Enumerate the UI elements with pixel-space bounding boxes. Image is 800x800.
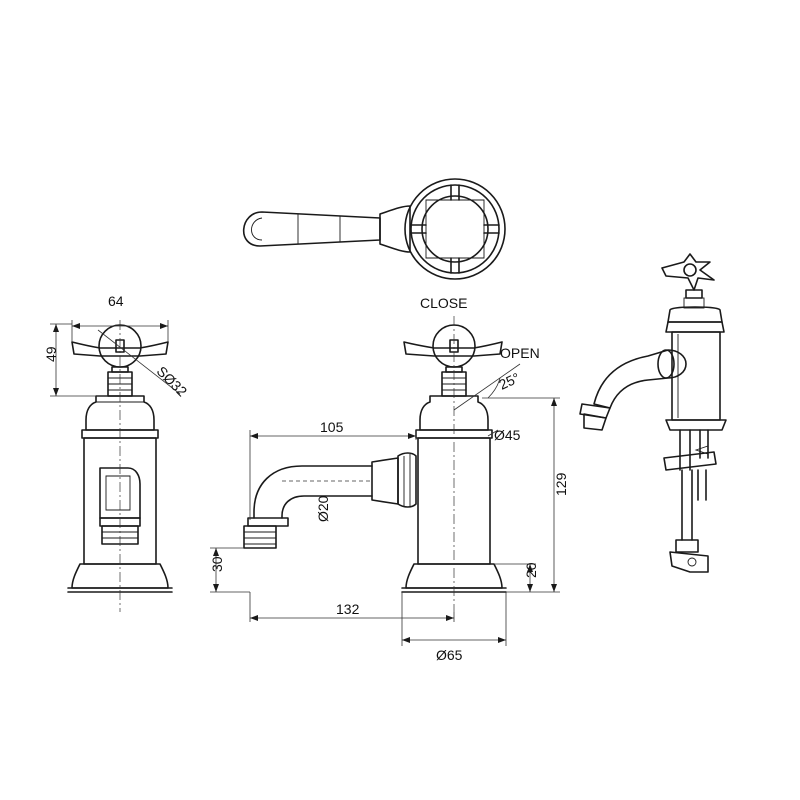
dim-width-handle: 64	[108, 293, 124, 309]
dim-spout-reach: 105	[320, 419, 344, 435]
dim-total-height: 129	[553, 472, 569, 496]
dim-height-handle: 49	[43, 346, 59, 362]
dim-spout-dia: Ø20	[315, 495, 331, 522]
angle-label: 25°	[496, 369, 522, 392]
top-view	[242, 178, 506, 280]
open-label: OPEN	[500, 345, 540, 361]
front-view	[50, 320, 181, 612]
dim-base-dia: Ø65	[436, 647, 463, 663]
isometric-view	[579, 253, 727, 573]
dim-spout-height: 30	[209, 556, 225, 572]
side-view	[210, 316, 560, 646]
dim-sphere: SØ32	[154, 363, 191, 400]
dim-total-length: 132	[336, 601, 360, 617]
close-label: CLOSE	[420, 295, 467, 311]
dim-base-height: 20	[523, 562, 539, 578]
dim-body-dia: Ø45	[494, 427, 521, 443]
